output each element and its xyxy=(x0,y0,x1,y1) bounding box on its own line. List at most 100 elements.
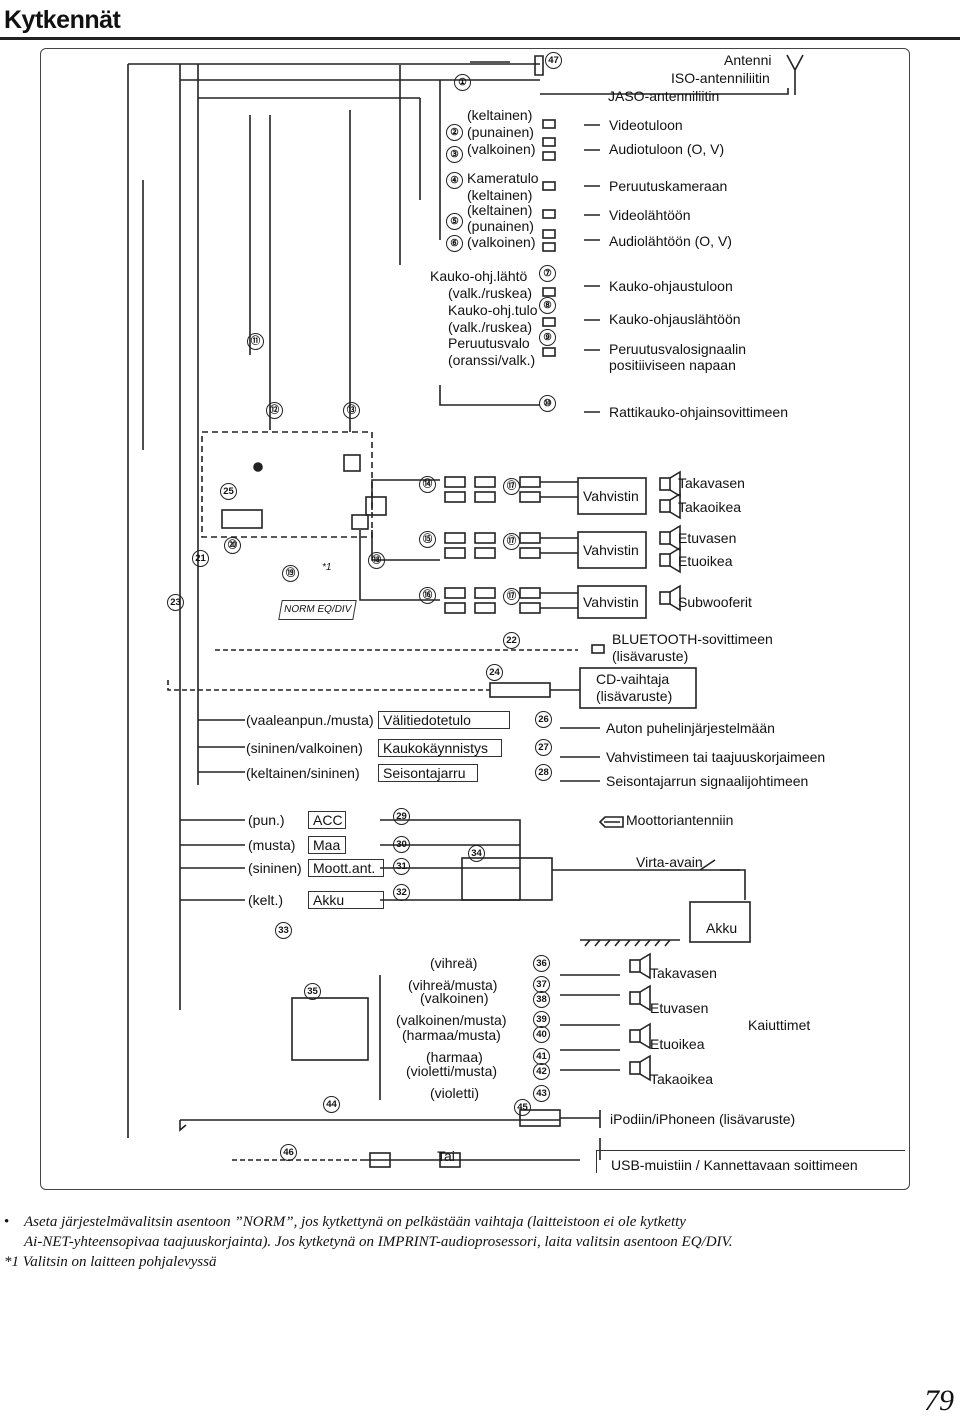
page-header: Kytkennät xyxy=(0,0,960,44)
wire-10 xyxy=(439,385,540,406)
num-45: 45 xyxy=(514,1099,531,1116)
num-22: 22 xyxy=(503,632,520,649)
num-1: ① xyxy=(454,74,471,91)
label-etuvasen-2: Etuvasen xyxy=(650,1000,709,1016)
amp-speakers xyxy=(659,470,681,612)
cd-changer-plug xyxy=(489,682,551,698)
num-29: 29 xyxy=(393,808,410,825)
label-vahvistin-1: Vahvistin xyxy=(583,488,639,504)
label-leaders-top xyxy=(584,124,600,413)
num-32: 32 xyxy=(393,884,410,901)
label-seisontajarru: Seisontajarru xyxy=(378,764,478,782)
label-vihrea: (vihreä) xyxy=(430,955,478,971)
num-24: 24 xyxy=(486,664,503,681)
ignition-switch xyxy=(699,859,746,900)
label-valkoinen-2: (valkoinen) xyxy=(467,234,536,250)
label-seisontajarrun: Seisontajarrun signaalijohtimeen xyxy=(606,773,809,789)
label-sininen-valk: (sininen/valkoinen) xyxy=(246,740,363,756)
label-sininen: (sininen) xyxy=(248,860,302,876)
label-kelt: (kelt.) xyxy=(248,892,283,908)
num-26: 26 xyxy=(535,711,552,728)
norm-eqdiv-switch: NORM EQ/DIV xyxy=(278,600,357,620)
battery-box xyxy=(689,901,751,943)
note-line-2: Ai-NET-yhteensopivaa taajuuskorjainta). … xyxy=(24,1234,733,1250)
label-videolahtoon: Videolähtöön xyxy=(609,207,691,223)
label-punainen-2: (punainen) xyxy=(467,218,534,234)
usb-plug-b xyxy=(439,1152,461,1168)
label-vaaleanpun: (vaaleanpun./musta) xyxy=(246,712,374,728)
num-43: 43 xyxy=(533,1085,550,1102)
unit-jack-12 xyxy=(253,462,263,472)
label-oranssi: (oranssi/valk.) xyxy=(448,352,536,368)
label-peruutusvalo: Peruutusvalo xyxy=(448,335,530,351)
ipod-cable xyxy=(180,1117,600,1121)
diagram-frame xyxy=(40,48,910,1190)
label-punainen-1: (punainen) xyxy=(467,124,534,140)
num-13: ⑬ xyxy=(343,402,360,419)
label-keltainen-1: (keltainen) xyxy=(467,107,533,123)
motor-antenna-plug xyxy=(598,816,624,828)
unit-port-b xyxy=(351,514,369,530)
label-maa: Maa xyxy=(308,836,346,854)
label-kaiuttimet: Kaiuttimet xyxy=(748,1017,811,1033)
antenna-icon-shape xyxy=(786,54,804,95)
ground-symbol xyxy=(580,939,680,947)
label-antenni: Antenni xyxy=(724,52,772,68)
label-takaoikea-1: Takaoikea xyxy=(678,499,742,515)
label-vahvistimeen: Vahvistimeen tai taajuuskorjaimeen xyxy=(606,749,826,765)
label-cd-vaihtaja: CD-vaihtaja xyxy=(596,671,670,687)
bullet: • xyxy=(4,1214,10,1230)
num-20: ⑳ xyxy=(224,537,241,554)
label-valkoinen-musta: (valkoinen/musta) xyxy=(396,1012,507,1028)
label-kauko-tuloon: Kauko-ohjaustuloon xyxy=(609,278,733,294)
label-etuvasen-1: Etuvasen xyxy=(678,530,737,546)
label-kelt-sininen: (keltainen/sininen) xyxy=(246,765,360,781)
label-vihrea-musta: (vihreä/musta) xyxy=(408,977,498,993)
label-tai: Tai xyxy=(437,1148,455,1164)
label-valk-ruskea-1: (valk./ruskea) xyxy=(448,285,533,301)
num-35: 35 xyxy=(304,983,321,1000)
power-right-wires xyxy=(552,821,740,871)
label-acc: ACC xyxy=(308,811,346,829)
speaker-leads xyxy=(379,974,620,1100)
antenna-plug-47 xyxy=(534,55,544,76)
num-33: 33 xyxy=(275,922,292,939)
label-takavasen-1: Takavasen xyxy=(678,475,745,491)
iso-connector-34 xyxy=(461,857,553,901)
unit-port-a xyxy=(365,496,387,516)
power-leads xyxy=(180,819,245,901)
num-11: ⑪ xyxy=(247,333,264,350)
num-46: 46 xyxy=(280,1144,297,1161)
speaker-harness-connector xyxy=(291,997,369,1061)
num-31: 31 xyxy=(393,858,410,875)
label-harmaa: (harmaa) xyxy=(426,1049,483,1065)
label-violetti-musta: (violetti/musta) xyxy=(406,1063,498,1079)
label-jaso: JASO-antenniliitin xyxy=(608,88,720,104)
num-30: 30 xyxy=(393,836,410,853)
num-15: ⑮ xyxy=(419,531,436,548)
num-42: 42 xyxy=(533,1063,550,1080)
label-pun: (pun.) xyxy=(248,812,285,828)
label-lisavaruste-2: (lisävaruste) xyxy=(596,688,673,704)
num-19: ⑲ xyxy=(282,565,299,582)
num-9: ⑨ xyxy=(539,329,556,346)
num-44: 44 xyxy=(323,1096,340,1113)
num-12: ⑫ xyxy=(266,402,283,419)
label-violetti: (violetti) xyxy=(430,1085,480,1101)
num-14: ⑭ xyxy=(419,476,436,493)
label-positiiviseen: positiiviseen napaan xyxy=(609,357,736,373)
label-valk-ruskea-2: (valk./ruskea) xyxy=(448,319,533,335)
label-etuoikea-1: Etuoikea xyxy=(678,553,733,569)
page-title: Kytkennät xyxy=(4,6,121,34)
num-38: 38 xyxy=(533,991,550,1008)
note-line-1: Aseta järjestelmävalitsin asentoon ”NORM… xyxy=(24,1214,686,1230)
rca-amp-cables xyxy=(359,476,578,614)
num-4: ④ xyxy=(446,172,463,189)
cd-changer-cable xyxy=(167,680,490,691)
label-ipod: iPodiin/iPhoneen (lisävaruste) xyxy=(610,1111,796,1127)
unit-port-25 xyxy=(221,509,263,529)
label-keltainen-3: (keltainen) xyxy=(467,202,533,218)
label-kaukokaynnistys: Kaukokäynnistys xyxy=(378,739,502,757)
ipod-plug xyxy=(519,1109,561,1127)
